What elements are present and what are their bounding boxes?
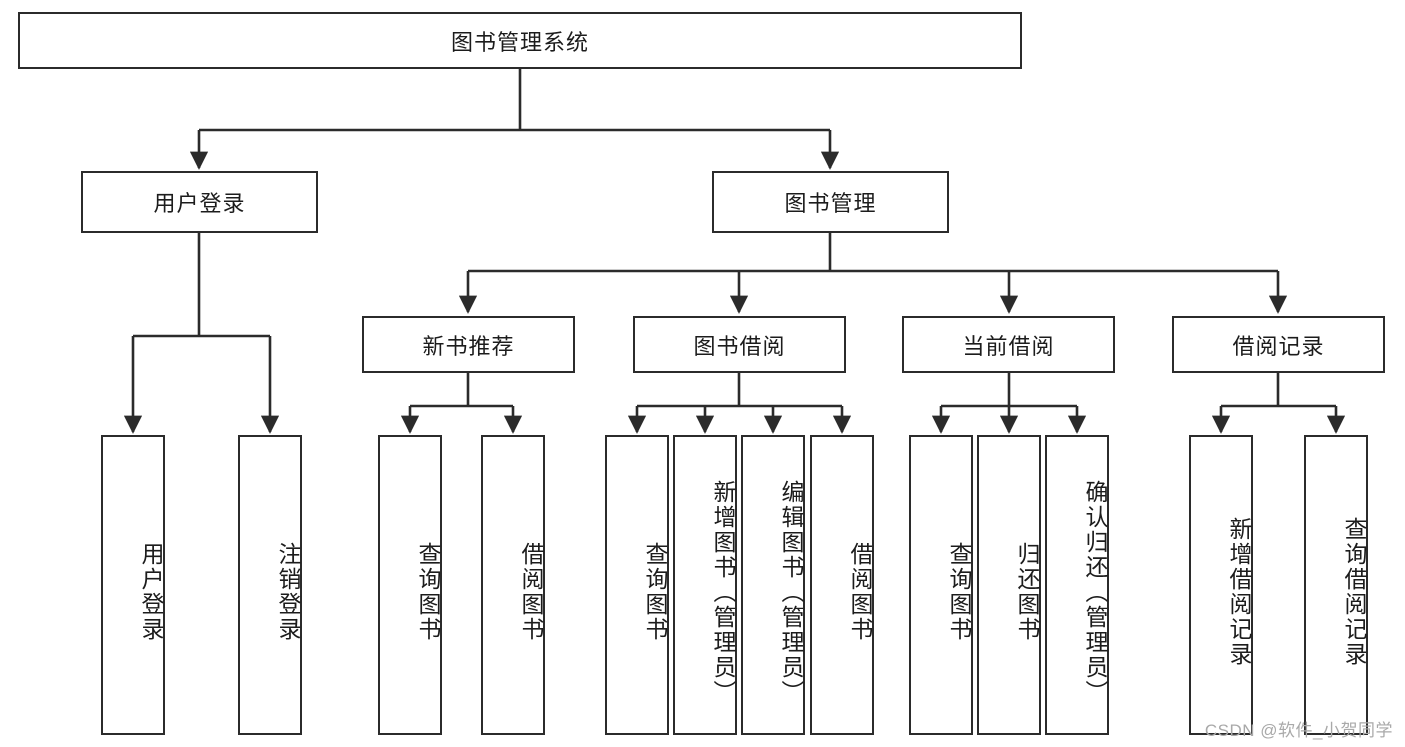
- leaf-label: 查询图书: [415, 542, 441, 642]
- leaf-bb-edit-book-admin[interactable]: 编辑图书（管理员）: [741, 435, 805, 735]
- leaf-bb-borrow-book[interactable]: 借阅图书: [810, 435, 874, 735]
- leaf-br-query-record[interactable]: 查询借阅记录: [1304, 435, 1368, 735]
- leaf-label: 注销登录: [275, 542, 301, 642]
- leaf-label: 新增图书（管理员）: [710, 479, 736, 705]
- leaf-label: 归还图书: [1014, 542, 1040, 642]
- leaf-label: 新增借阅记录: [1226, 517, 1252, 667]
- node-borrow-record[interactable]: 借阅记录: [1172, 316, 1385, 373]
- node-book-borrow[interactable]: 图书借阅: [633, 316, 846, 373]
- leaf-cb-confirm-return-admin[interactable]: 确认归还（管理员）: [1045, 435, 1109, 735]
- leaf-bb-add-book-admin[interactable]: 新增图书（管理员）: [673, 435, 737, 735]
- leaf-label: 用户登录: [138, 542, 164, 642]
- leaf-br-add-record[interactable]: 新增借阅记录: [1189, 435, 1253, 735]
- leaf-label: 确认归还（管理员）: [1082, 479, 1108, 705]
- leaf-label: 查询借阅记录: [1341, 517, 1367, 667]
- leaf-label: 查询图书: [946, 542, 972, 642]
- leaf-cb-query-book[interactable]: 查询图书: [909, 435, 973, 735]
- leaf-user-login-signin[interactable]: 用户登录: [101, 435, 165, 735]
- node-new-book-recommend[interactable]: 新书推荐: [362, 316, 575, 373]
- leaf-user-login-signout[interactable]: 注销登录: [238, 435, 302, 735]
- leaf-label: 借阅图书: [847, 542, 873, 642]
- node-book-management[interactable]: 图书管理: [712, 171, 949, 233]
- leaf-nbr-borrow-book[interactable]: 借阅图书: [481, 435, 545, 735]
- leaf-bb-query-book[interactable]: 查询图书: [605, 435, 669, 735]
- leaf-nbr-query-book[interactable]: 查询图书: [378, 435, 442, 735]
- node-user-login[interactable]: 用户登录: [81, 171, 318, 233]
- leaf-label: 借阅图书: [518, 542, 544, 642]
- node-current-borrow[interactable]: 当前借阅: [902, 316, 1115, 373]
- leaf-cb-return-book[interactable]: 归还图书: [977, 435, 1041, 735]
- leaf-label: 编辑图书（管理员）: [778, 479, 804, 705]
- node-root-system[interactable]: 图书管理系统: [18, 12, 1022, 69]
- leaf-label: 查询图书: [642, 542, 668, 642]
